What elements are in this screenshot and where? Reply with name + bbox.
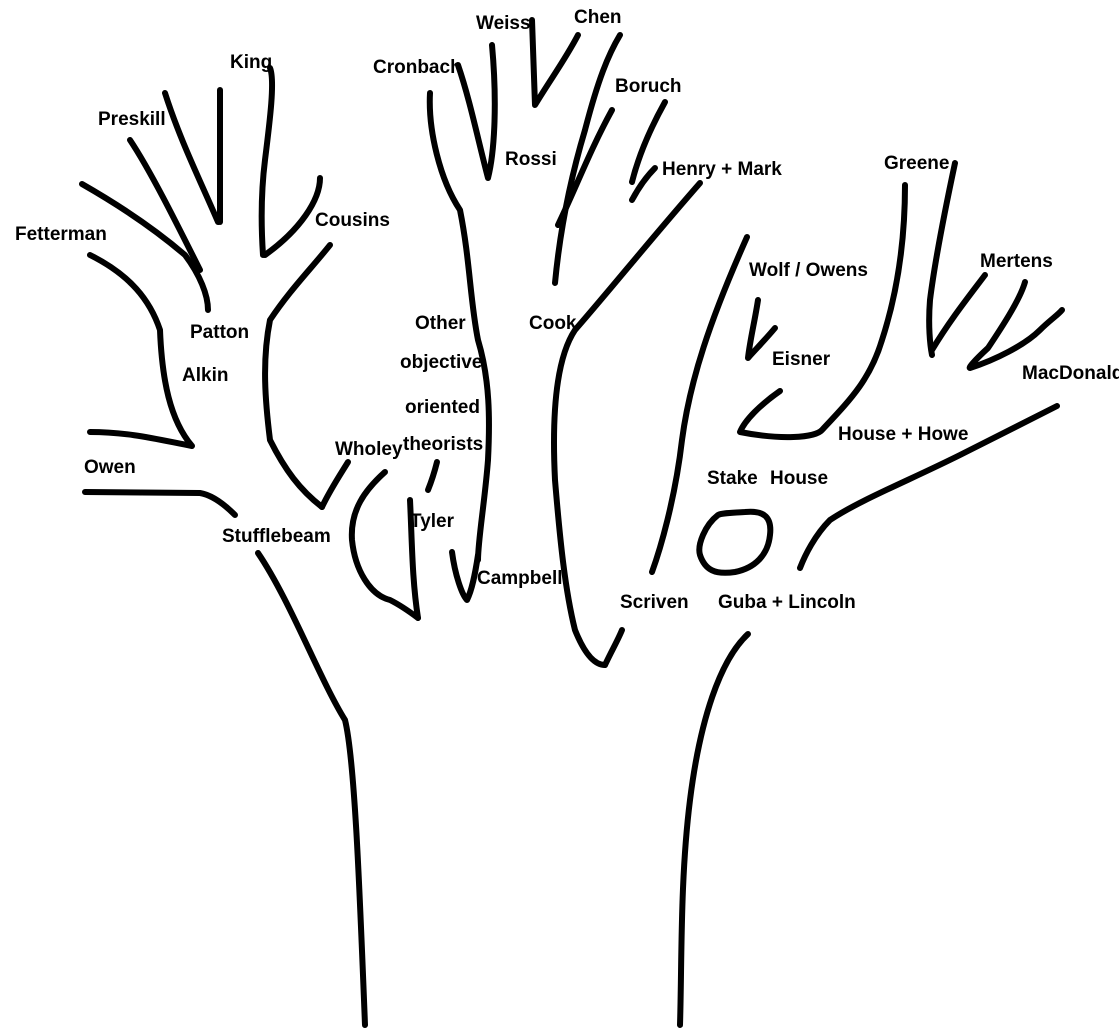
label-stake: Stake (707, 469, 758, 488)
branch-theorists-hook (428, 462, 437, 490)
trunk-right-line (680, 634, 748, 1025)
label-tyler: Tyler (410, 512, 454, 531)
label-house: House (770, 469, 828, 488)
label-guba-lincoln: Guba + Lincoln (718, 593, 856, 612)
branch-fetterman-alkin (90, 255, 192, 446)
branch-cousins-stem (265, 245, 330, 507)
label-macdonald: MacDonald (1022, 364, 1119, 383)
label-henry-mark: Henry + Mark (662, 160, 782, 179)
branch-king-left (165, 93, 218, 222)
label-rossi: Rossi (505, 150, 557, 169)
label-king: King (230, 53, 272, 72)
branch-wholey (322, 462, 348, 507)
label-other-3: oriented (405, 398, 480, 417)
branch-house-howe (740, 185, 905, 437)
label-boruch: Boruch (615, 77, 682, 96)
label-other-4: theorists (403, 435, 483, 454)
label-patton: Patton (190, 323, 249, 342)
branch-eisner (748, 300, 775, 358)
branch-mertens (932, 275, 985, 350)
label-other-2: objective (400, 353, 482, 372)
branch-tyler-hook (352, 472, 418, 618)
label-wholey: Wholey (335, 440, 403, 459)
branch-stake-loop (699, 512, 770, 573)
label-fetterman: Fetterman (15, 225, 107, 244)
label-chen: Chen (574, 8, 622, 27)
label-greene: Greene (884, 154, 949, 173)
branch-weiss-chen (532, 20, 578, 105)
label-scriven: Scriven (620, 593, 689, 612)
branch-greene (929, 163, 955, 355)
branch-owen (85, 492, 235, 515)
branch-scriven-stem (605, 630, 622, 665)
branch-campbell-hook (452, 552, 478, 600)
label-eisner: Eisner (772, 350, 830, 369)
branch-mertens-2 (970, 282, 1062, 368)
trunk-left-line (258, 553, 365, 1025)
label-stufflebeam: Stufflebeam (222, 527, 331, 546)
label-campbell: Campbell (477, 569, 563, 588)
branch-rossi (458, 45, 495, 178)
label-alkin: Alkin (182, 366, 228, 385)
branch-boruch (632, 102, 665, 182)
label-preskill: Preskill (98, 110, 166, 129)
label-cronbach: Cronbach (373, 58, 462, 77)
label-mertens: Mertens (980, 252, 1053, 271)
label-wolf-owens: Wolf / Owens (749, 261, 868, 280)
label-other-1: Other (415, 314, 466, 333)
label-owen: Owen (84, 458, 136, 477)
label-house-howe: House + Howe (838, 425, 968, 444)
label-cousins: Cousins (315, 211, 390, 230)
branch-cousins (265, 178, 320, 255)
label-cook: Cook (529, 314, 577, 333)
branch-king-right (262, 68, 272, 255)
label-weiss: Weiss (476, 14, 531, 33)
branch-scriven (652, 237, 747, 572)
